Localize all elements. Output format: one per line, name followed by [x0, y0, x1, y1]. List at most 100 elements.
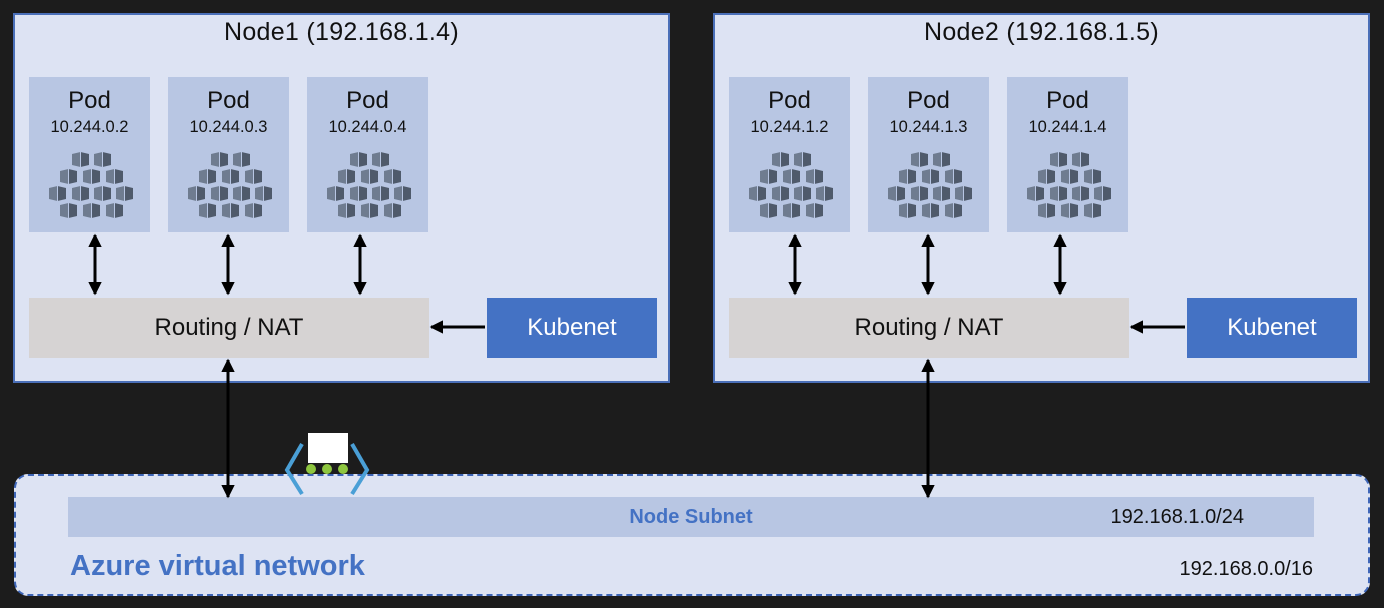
pod-cube	[772, 186, 789, 201]
pod-cube	[338, 169, 355, 184]
pod-cube	[922, 169, 939, 184]
kubernetes-pod-icon	[1027, 152, 1111, 218]
node2-pod-3: Pod 10.244.1.4	[1007, 77, 1128, 232]
pod-cube	[233, 152, 250, 167]
pod-cube	[338, 203, 355, 218]
node-subnet-label: Node Subnet	[629, 506, 753, 528]
kubernetes-pod-icon	[49, 152, 133, 218]
pod-cube	[327, 186, 344, 201]
pod-cube	[945, 203, 962, 218]
pod-ip: 10.244.1.4	[1028, 118, 1107, 136]
pod-cube	[1050, 186, 1067, 201]
pod-cube	[911, 186, 928, 201]
pod-cube	[394, 186, 411, 201]
azure-virtual-network-label: Azure virtual network	[70, 550, 365, 582]
pod-cube	[350, 186, 367, 201]
node-subnet-cidr: 192.168.1.0/24	[1110, 506, 1244, 528]
pod-cube	[361, 169, 378, 184]
pod-cube	[933, 186, 950, 201]
pod-label: Pod	[768, 87, 811, 114]
pod-cube	[94, 152, 111, 167]
node1-kubenet: Kubenet	[487, 298, 657, 358]
pod-cube	[1084, 203, 1101, 218]
pod-cube	[888, 186, 905, 201]
pod-cube	[72, 186, 89, 201]
node2-title: Node2 (192.168.1.5)	[923, 18, 1160, 46]
pod-cube	[1084, 169, 1101, 184]
node2-pod-1: Pod 10.244.1.2	[729, 77, 850, 232]
pod-cube	[222, 203, 239, 218]
pod-cube	[106, 169, 123, 184]
node1-box: Node1 (192.168.1.4) Pod 10.244.0.2 Pod 1…	[13, 13, 670, 383]
pod-cube	[1061, 169, 1078, 184]
pod-cube	[760, 203, 777, 218]
pod-cube	[60, 203, 77, 218]
pod-cube	[1038, 169, 1055, 184]
pod-cube	[83, 169, 100, 184]
pod-cube	[60, 169, 77, 184]
node-subnet-bar: Node Subnet 192.168.1.0/24	[68, 497, 1314, 537]
pod-ip: 10.244.0.4	[328, 118, 407, 136]
pod-cube	[794, 152, 811, 167]
pod-cube	[372, 152, 389, 167]
pod-cube	[911, 152, 928, 167]
pod-cube	[361, 203, 378, 218]
pod-label: Pod	[68, 87, 111, 114]
pod-cube	[1061, 203, 1078, 218]
pod-ip: 10.244.1.2	[750, 118, 829, 136]
pod-cube	[350, 152, 367, 167]
pod-cube	[1072, 152, 1089, 167]
node2-pod-2: Pod 10.244.1.3	[868, 77, 989, 232]
pod-cube	[188, 186, 205, 201]
pod-cube	[955, 186, 972, 201]
pod-cube	[255, 186, 272, 201]
pod-cube	[816, 186, 833, 201]
pod-cube	[222, 169, 239, 184]
node1-pod-3: Pod 10.244.0.4	[307, 77, 428, 232]
pod-cube	[772, 152, 789, 167]
pod-cube	[199, 203, 216, 218]
pod-cube	[933, 152, 950, 167]
kubernetes-pod-icon	[888, 152, 972, 218]
pod-cube	[83, 203, 100, 218]
pod-ip: 10.244.0.3	[189, 118, 268, 136]
pod-cube	[1050, 152, 1067, 167]
pod-cube	[783, 169, 800, 184]
pod-cube	[106, 203, 123, 218]
node2-routing-nat: Routing / NAT	[729, 298, 1129, 358]
node1-pod-1: Pod 10.244.0.2	[29, 77, 150, 232]
node1-pod-2: Pod 10.244.0.3	[168, 77, 289, 232]
pod-cube	[49, 186, 66, 201]
pod-label: Pod	[1046, 87, 1089, 114]
pod-cube	[922, 203, 939, 218]
pod-cube	[794, 186, 811, 201]
pod-cube	[749, 186, 766, 201]
pod-cube	[899, 203, 916, 218]
pod-cube	[899, 169, 916, 184]
pod-cube	[760, 169, 777, 184]
pod-cube	[245, 169, 262, 184]
pod-cube	[384, 169, 401, 184]
pod-cube	[806, 169, 823, 184]
pod-cube	[233, 186, 250, 201]
node1-routing-nat: Routing / NAT	[29, 298, 429, 358]
pod-cube	[372, 186, 389, 201]
pod-cube	[806, 203, 823, 218]
pod-cube	[211, 186, 228, 201]
pod-cube	[199, 169, 216, 184]
pod-label: Pod	[346, 87, 389, 114]
pod-ip: 10.244.0.2	[50, 118, 129, 136]
pod-cube	[1027, 186, 1044, 201]
node2-box: Node2 (192.168.1.5) Pod 10.244.1.2 Pod 1…	[713, 13, 1370, 383]
kubernetes-pod-icon	[327, 152, 411, 218]
pod-label: Pod	[907, 87, 950, 114]
pod-cube	[72, 152, 89, 167]
kubernetes-pod-icon	[749, 152, 833, 218]
pod-cube	[116, 186, 133, 201]
pod-cube	[211, 152, 228, 167]
pod-cube	[945, 169, 962, 184]
node1-title: Node1 (192.168.1.4)	[223, 18, 460, 46]
pod-ip: 10.244.1.3	[889, 118, 968, 136]
pod-cube	[245, 203, 262, 218]
pod-cube	[783, 203, 800, 218]
